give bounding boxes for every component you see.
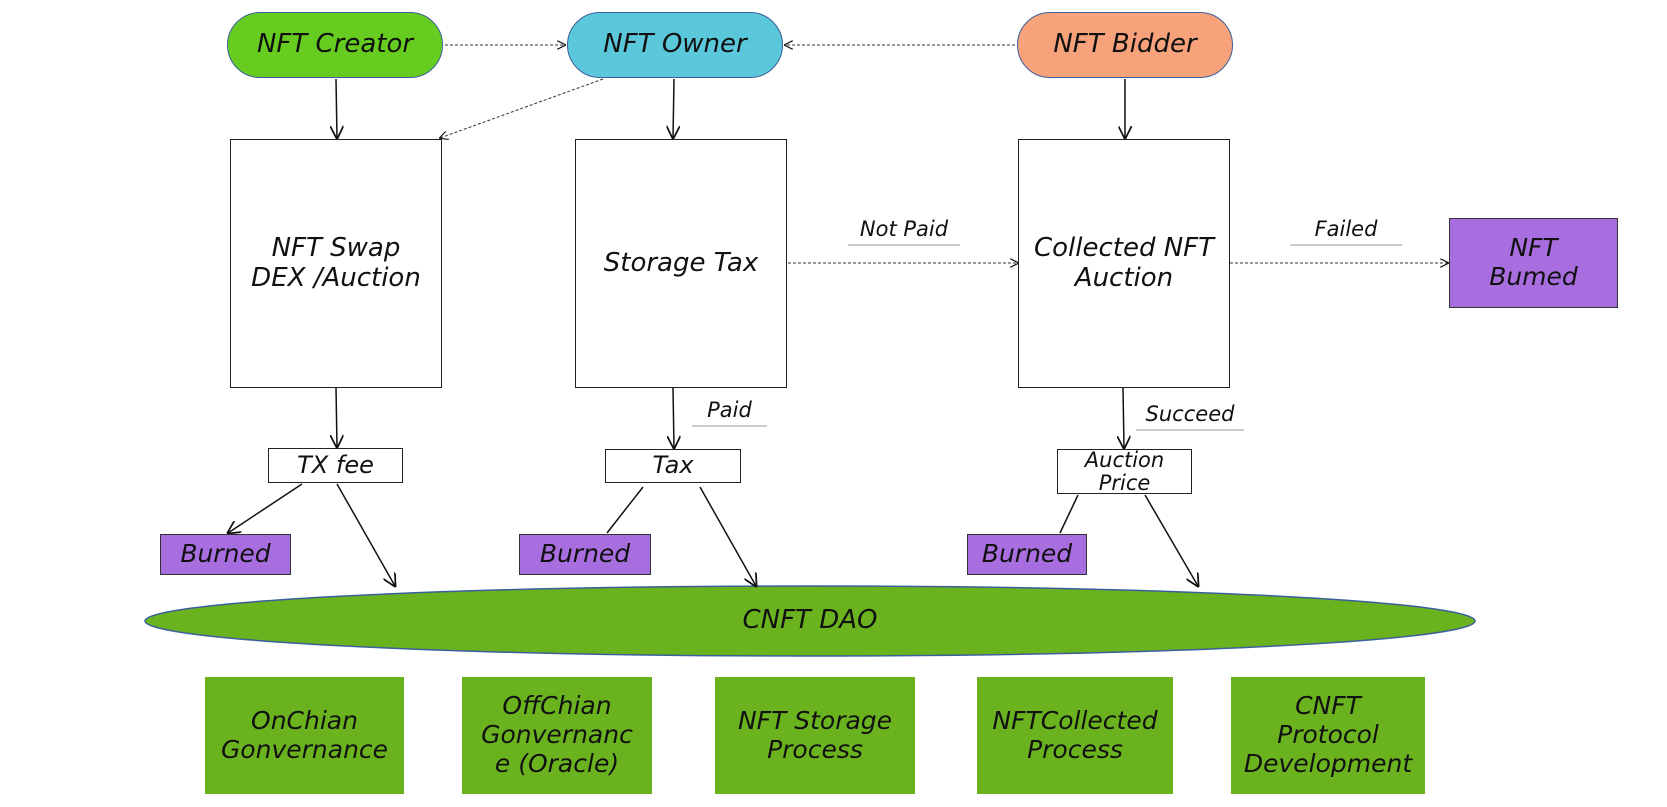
dao-ellipse: [144, 585, 1476, 657]
line-tax-to-burned: [606, 486, 644, 534]
fee-auction-price: Auction Price: [1057, 449, 1192, 494]
dao-label: CNFT DAO: [742, 605, 878, 636]
arrow-creator-to-swap: [336, 78, 337, 138]
process-nft-burned: NFT Bumed: [1449, 218, 1618, 308]
burned-auction: Burned: [967, 534, 1087, 575]
actor-nft-creator: NFT Creator: [227, 12, 443, 78]
actor-nft-owner: NFT Owner: [567, 12, 783, 78]
module-onchain-governance: OnChian Gonvernance: [205, 677, 404, 794]
process-nft-swap: NFT Swap DEX /Auction: [230, 139, 442, 388]
module-protocol-development: CNFT Protocol Development: [1231, 677, 1425, 794]
arrow-auction-to-price: [1123, 387, 1124, 448]
arrow-tax-to-dao: [699, 486, 756, 586]
fee-tx-fee: TX fee: [268, 448, 403, 483]
module-offchain-governance: OffChian Gonvernanc e (Oracle): [462, 677, 652, 794]
line-price-to-burned: [1059, 494, 1079, 534]
burned-tax: Burned: [519, 534, 651, 575]
module-nft-collected-process: NFTCollected Process: [977, 677, 1173, 794]
module-nft-storage-process: NFT Storage Process: [715, 677, 915, 794]
burned-tx-fee: Burned: [160, 534, 291, 575]
label-not-paid: Not Paid: [848, 217, 960, 246]
fee-tax: Tax: [605, 449, 741, 483]
label-succeed: Succeed: [1136, 402, 1244, 431]
arrow-owner-to-swap: [440, 78, 604, 138]
arrow-txfee-to-dao: [336, 483, 395, 586]
arrow-swap-to-txfee: [336, 387, 337, 447]
process-collected-auction: Collected NFT Auction: [1018, 139, 1230, 388]
label-paid: Paid: [692, 398, 767, 427]
arrow-txfee-to-burned: [228, 483, 303, 533]
arrow-owner-to-tax: [673, 78, 674, 138]
arrow-price-to-dao: [1144, 494, 1198, 586]
process-storage-tax: Storage Tax: [575, 139, 787, 388]
actor-nft-bidder: NFT Bidder: [1017, 12, 1233, 78]
arrow-tax-to-taxbox: [673, 387, 674, 448]
label-failed: Failed: [1290, 217, 1402, 246]
